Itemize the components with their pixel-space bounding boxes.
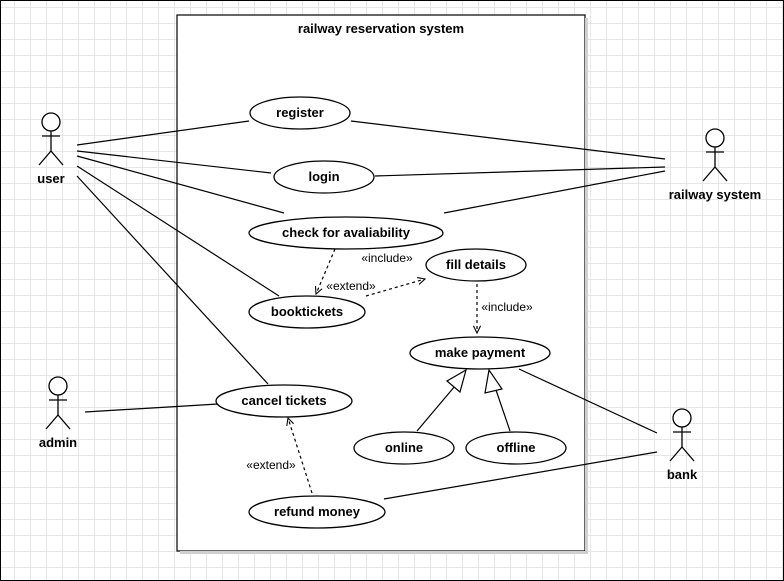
use-case-cancel: cancel tickets: [215, 384, 353, 418]
use-case-offline-shape: [465, 431, 567, 465]
use-case-register-shape: [249, 96, 351, 130]
system-boundary-shadow-bottom: [180, 551, 588, 554]
actor-bank-label: bank: [667, 467, 698, 482]
actor-admin-leg-right: [57, 414, 71, 430]
use-case-online-shape: [353, 431, 455, 465]
actor-admin-leg-left: [45, 414, 59, 430]
assoc-user-check: [76, 155, 285, 214]
use-case-book-shape: [248, 295, 366, 329]
use-case-refund-label: refund money: [274, 504, 361, 519]
actor-railway-leg-left: [702, 166, 716, 182]
gen-offline-payment: [495, 389, 511, 432]
actor-user-leg-left: [38, 150, 52, 166]
use-case-login-shape: [273, 160, 375, 194]
actor-admin-label: admin: [39, 435, 77, 450]
dep-book-fill-label: «extend»: [326, 279, 376, 293]
assoc-railway-check: [443, 170, 666, 214]
assoc-user-book: [76, 165, 280, 297]
actor-railway-head: [705, 128, 725, 148]
assoc-user-register: [76, 120, 250, 146]
dep-check-book: [316, 248, 336, 294]
use-case-online: online: [353, 431, 455, 465]
assoc-user-cancel: [76, 175, 269, 385]
actor-railway-label: railway system: [669, 187, 762, 202]
gen-offline-arrowhead: [484, 368, 503, 394]
use-case-payment-shape: [409, 336, 551, 370]
system-boundary: railway reservation system: [176, 14, 588, 554]
actor-bank-leg-left: [669, 446, 683, 462]
use-case-register: register: [249, 96, 351, 130]
assoc-user-login: [76, 150, 272, 174]
use-case-cancel-shape: [215, 384, 353, 418]
gen-online-arrowhead: [445, 368, 467, 394]
actor-railway-leg-right: [714, 166, 728, 182]
use-case-refund: refund money: [248, 495, 386, 529]
use-case-login: login: [273, 160, 375, 194]
system-boundary-box: [176, 14, 586, 552]
actor-user: user: [37, 112, 65, 186]
use-case-book: booktickets: [248, 295, 366, 329]
assoc-railway-login: [374, 166, 666, 177]
use-case-fill: fill details: [425, 248, 527, 282]
actor-bank-leg-right: [681, 446, 695, 462]
actor-user-head: [41, 112, 61, 132]
assoc-bank-payment: [518, 368, 658, 434]
actor-admin: admin: [39, 376, 77, 450]
use-case-check-label: check for avaliability: [282, 225, 411, 240]
dep-check-book-label: «include»: [361, 251, 413, 265]
use-case-fill-shape: [425, 248, 527, 282]
use-case-refund-shape: [248, 495, 386, 529]
dependencies: «include» «extend» «include» «extend»: [246, 248, 533, 494]
use-case-book-label: booktickets: [271, 304, 343, 319]
assoc-admin-cancel: [84, 403, 219, 413]
use-case-login-label: login: [308, 169, 339, 184]
use-case-offline: offline: [465, 431, 567, 465]
system-title: railway reservation system: [298, 21, 464, 36]
associations: [76, 120, 666, 500]
use-case-register-label: register: [276, 105, 324, 120]
dep-refund-cancel-label: «extend»: [246, 458, 296, 472]
use-case-payment-label: make payment: [435, 345, 526, 360]
actor-admin-head: [48, 376, 68, 396]
system-boundary-shadow: [585, 18, 588, 554]
actor-bank: bank: [667, 408, 698, 482]
use-case-offline-label: offline: [497, 440, 536, 455]
use-case-cancel-label: cancel tickets: [241, 393, 326, 408]
assoc-railway-register: [350, 120, 666, 160]
actor-user-label: user: [37, 171, 64, 186]
use-case-payment: make payment: [409, 336, 551, 370]
use-case-check-shape: [248, 216, 444, 250]
dep-refund-cancel: [288, 418, 313, 494]
use-case-online-label: online: [385, 440, 423, 455]
generalizations: [416, 368, 511, 432]
actor-user-leg-right: [50, 150, 64, 166]
dep-fill-payment-label: «include»: [481, 300, 533, 314]
dep-book-fill: [365, 279, 425, 297]
gen-online-payment: [416, 385, 456, 432]
actor-bank-head: [672, 408, 692, 428]
assoc-bank-refund: [383, 451, 658, 500]
use-case-fill-label: fill details: [446, 257, 506, 272]
actor-railway-system: railway system: [669, 128, 762, 202]
use-case-check: check for avaliability: [248, 216, 444, 250]
